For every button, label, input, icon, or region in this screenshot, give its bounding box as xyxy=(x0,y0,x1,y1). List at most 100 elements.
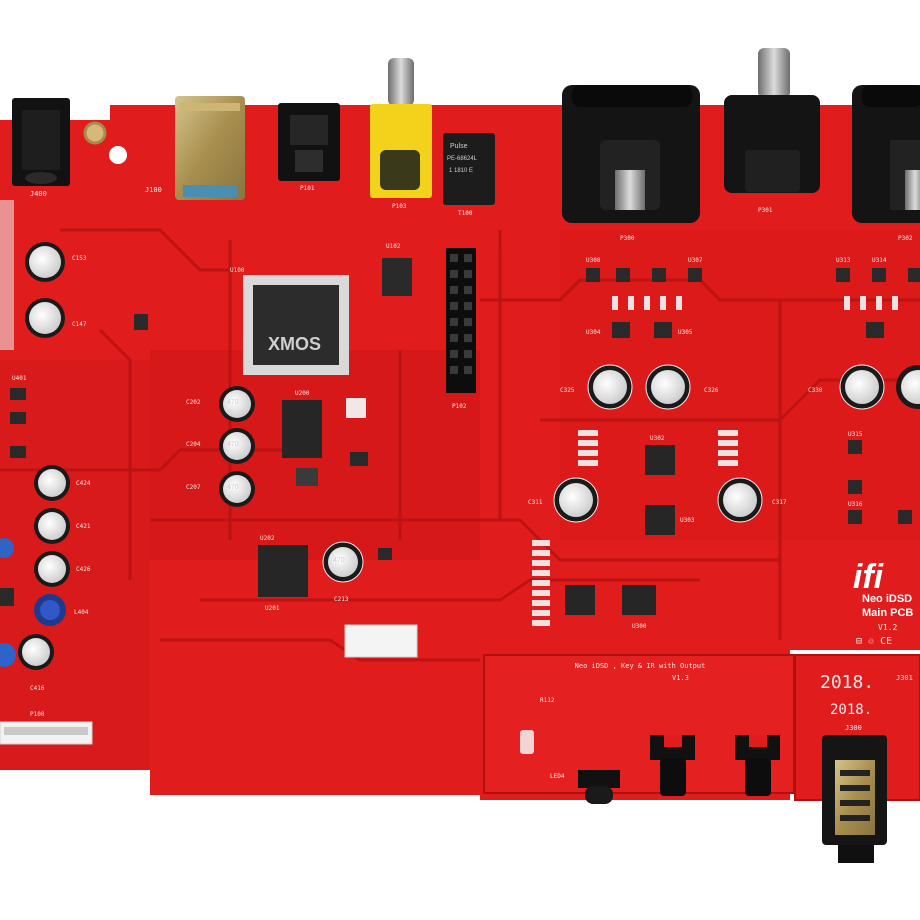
label-c311: C311 xyxy=(528,499,543,506)
label-c207: C207 xyxy=(186,484,201,491)
label-u308: U308 xyxy=(586,257,601,264)
xmos-chip-label: XMOS xyxy=(268,334,321,354)
label-p100: P100 xyxy=(30,711,45,718)
label-u202: U202 xyxy=(260,535,275,542)
label-c204: C204 xyxy=(186,441,201,448)
ic-small-2 xyxy=(296,468,318,486)
transformer-label-3: 1 1810 E xyxy=(449,168,473,174)
cap-value-470-a: 470 xyxy=(227,399,239,406)
label-u314: U314 xyxy=(872,257,887,264)
label-t100: T100 xyxy=(458,210,473,217)
label-p301: P301 xyxy=(758,207,773,214)
label-p102: P102 xyxy=(452,403,467,410)
led-indicator: R112 xyxy=(520,697,555,754)
year-label-1: 2018. xyxy=(820,672,874,693)
crystal-oscillator xyxy=(346,398,366,418)
ic-u305: U305 xyxy=(654,322,693,338)
board-version: V1.2 xyxy=(878,623,897,632)
label-u102: U102 xyxy=(386,243,401,250)
capacitor-c426: C426 xyxy=(34,551,91,587)
label-j301: J301 xyxy=(896,674,913,682)
mounting-hole-white xyxy=(109,146,127,164)
label-c421: C421 xyxy=(76,523,91,530)
cap-value-470-b: 470 xyxy=(227,441,239,448)
pin-header-p102: P102 xyxy=(446,248,476,410)
capacitor-blue-edge-2 xyxy=(0,643,16,667)
capacitor-c424: C424 xyxy=(34,465,91,501)
label-c326: C326 xyxy=(704,387,719,394)
capacitor-c202: 470 C202 xyxy=(186,386,255,422)
brand-logo: ifi xyxy=(853,558,885,596)
capacitor-c147: C147 xyxy=(25,298,87,338)
label-j400: J400 xyxy=(30,190,47,198)
label-u313: U313 xyxy=(836,257,851,264)
label-c416: C416 xyxy=(30,685,45,692)
capacitor-c204: 470 C204 xyxy=(186,428,255,464)
label-l404: L404 xyxy=(74,609,89,616)
tactile-button-right xyxy=(735,735,780,796)
ribbon-connector-p100: P100 xyxy=(0,711,93,745)
label-u401: U401 xyxy=(12,375,27,382)
ic-u102: U102 xyxy=(382,243,412,296)
small-ic-row xyxy=(586,268,920,524)
label-u300: U300 xyxy=(632,623,647,630)
transformer-label-1: Pulse xyxy=(450,143,468,150)
ir-receiver-led4: LED4 xyxy=(550,770,620,804)
label-p300: P300 xyxy=(620,235,635,242)
cap-value-470-c: 470 xyxy=(227,484,239,491)
capacitor-c421: C421 xyxy=(34,508,91,544)
mounting-hole xyxy=(83,121,107,145)
tactile-button-left xyxy=(650,735,695,796)
label-c317: C317 xyxy=(772,499,787,506)
label-c426: C426 xyxy=(76,566,91,573)
ic-u203 xyxy=(378,548,392,560)
label-p302: P302 xyxy=(898,235,913,242)
label-u304: U304 xyxy=(586,329,601,336)
ic-u304: U304 xyxy=(586,322,630,338)
headphone-jack-j300: J300 xyxy=(822,724,887,863)
sub-board-key-ir: Neo iDSD , Key & IR with Output V1.3 xyxy=(483,654,920,801)
capacitor-blue: L404 xyxy=(34,594,89,626)
capacitor-c317: C317 xyxy=(717,477,787,523)
capacitor-c311: C311 xyxy=(528,477,599,523)
cap-value-470-d: 470 xyxy=(333,557,345,564)
label-u305: U305 xyxy=(678,329,693,336)
capacitor-right-edge xyxy=(896,365,920,409)
xlr-output-p302: P302 xyxy=(852,85,920,242)
left-small-ics xyxy=(0,314,148,606)
capacitor-c325: C325 xyxy=(560,364,633,410)
white-connector xyxy=(344,624,418,658)
board-name: Main PCB xyxy=(862,607,913,619)
capacitor-blue-edge xyxy=(0,538,14,558)
label-u100: U100 xyxy=(230,267,245,274)
capacitor-c207: 470 C207 xyxy=(186,471,255,507)
label-c147: C147 xyxy=(72,321,87,328)
product-name: Neo iDSD xyxy=(862,593,912,605)
coaxial-input-p103: P103 xyxy=(370,58,432,210)
sub-board-version: V1.3 xyxy=(672,674,689,682)
label-r112: R112 xyxy=(540,697,555,704)
smd-resistors xyxy=(0,200,898,626)
rca-output-p301: P301 xyxy=(724,48,820,214)
label-p101: P101 xyxy=(300,185,315,192)
label-c202: C202 xyxy=(186,399,201,406)
label-c330: C330 xyxy=(808,387,823,394)
ic-u303: U303 xyxy=(645,505,695,535)
usb-connector-j100: J100 xyxy=(145,96,245,200)
label-c213: C213 xyxy=(334,596,349,603)
label-c325: C325 xyxy=(560,387,575,394)
ic-u200: U200 xyxy=(282,390,322,458)
capacitor-c326: C326 xyxy=(645,364,719,410)
sub-board-title: Neo iDSD , Key & IR with Output xyxy=(575,662,706,670)
label-u204: U201 xyxy=(265,605,280,612)
brand-area: ifi Neo iDSD Main PCB V1.2 ⊟ ♲ CE xyxy=(853,558,914,647)
dc-power-jack-j400: J400 xyxy=(12,98,70,198)
label-c424: C424 xyxy=(76,480,91,487)
capacitor-c153: C153 xyxy=(25,242,87,282)
label-j100: J100 xyxy=(145,186,162,194)
label-led4: LED4 xyxy=(550,773,565,780)
year-label-2: 2018. xyxy=(830,702,872,718)
label-j300: J300 xyxy=(845,724,862,732)
optical-input-p101: P101 xyxy=(278,103,340,192)
label-u315: U315 xyxy=(848,431,863,438)
